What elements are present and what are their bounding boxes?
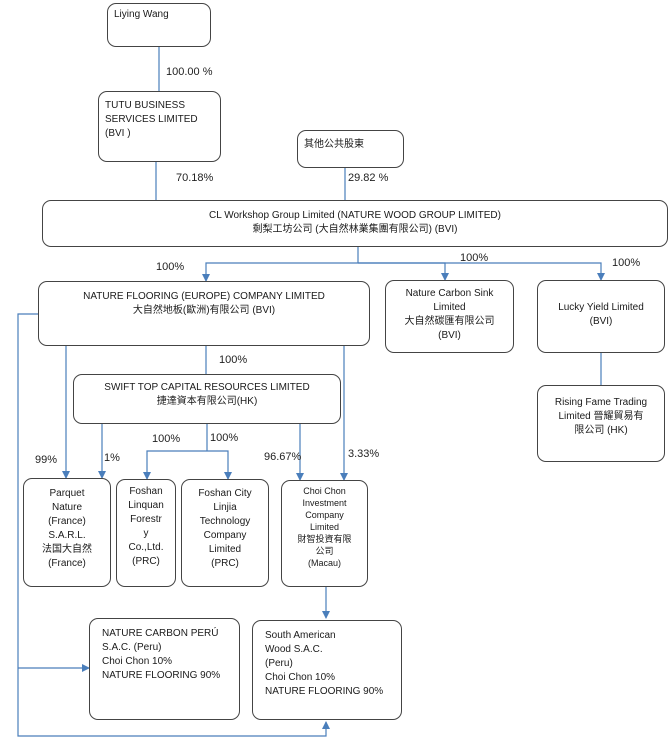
edge-swift-linjia bbox=[207, 450, 232, 480]
node-lucky-yield: Lucky Yield Limited (BVI) bbox=[537, 280, 665, 353]
node-label-en: SWIFT TOP CAPITAL RESOURCES LIMITED bbox=[104, 382, 310, 393]
node-cl-workshop: CL Workshop Group Limited (NATURE WOOD G… bbox=[42, 200, 668, 247]
node-label: Nature Carbon Sink Limited 大自然碳匯有限公司 (BV… bbox=[404, 288, 495, 341]
node-label: Foshan City Linjia Technology Company Li… bbox=[198, 488, 252, 569]
node-foshan-linquan: Foshan Linquan Forestr y Co.,Ltd. (PRC) bbox=[116, 479, 176, 587]
pct-cl-nature-flooring: 100% bbox=[156, 261, 185, 273]
node-label: Foshan Linquan Forestr y Co.,Ltd. (PRC) bbox=[128, 486, 164, 567]
node-label: TUTU BUSINESS SERVICES LIMITED (BVI ) bbox=[105, 100, 198, 139]
node-label-en: CL Workshop Group Limited (NATURE WOOD G… bbox=[209, 210, 501, 221]
edge-cl-lucky-yield bbox=[358, 262, 605, 281]
pct-choichon-3: 3.33% bbox=[348, 448, 380, 460]
node-rising-fame: Rising Fame Trading Limited 晉耀貿易有 限公司 (H… bbox=[537, 385, 665, 462]
node-label: Lucky Yield Limited (BVI) bbox=[558, 302, 644, 327]
node-nature-carbon-sink: Nature Carbon Sink Limited 大自然碳匯有限公司 (BV… bbox=[385, 280, 514, 353]
pct-linquan: 100% bbox=[152, 433, 181, 445]
node-foshan-linjia: Foshan City Linjia Technology Company Li… bbox=[181, 479, 269, 587]
node-label: Choi Chon Investment Company Limited 財智投… bbox=[297, 486, 352, 568]
edge-cl-nature-flooring bbox=[202, 262, 358, 282]
node-label-cn: 剩梨工坊公司 (大自然林業集團有限公司) (BVI) bbox=[252, 224, 458, 235]
pct-cl-lucky-yield: 100% bbox=[612, 257, 641, 269]
node-label-cn: 大自然地板(歐洲)有限公司 (BVI) bbox=[132, 305, 276, 316]
node-liying-wang: Liying Wang bbox=[107, 3, 211, 47]
node-parquet-nature: Parquet Nature (France) S.A.R.L. 法国大自然 (… bbox=[23, 478, 111, 587]
node-label: Parquet Nature (France) S.A.R.L. 法国大自然 (… bbox=[42, 488, 92, 569]
node-other-public-shareholders: 其他公共股東 bbox=[297, 130, 404, 168]
pct-parquet-1: 1% bbox=[104, 452, 120, 464]
node-label: South American Wood S.A.C. (Peru) Choi C… bbox=[265, 630, 384, 697]
pct-nf-swift: 100% bbox=[219, 354, 248, 366]
pct-cl-carbon-sink: 100% bbox=[460, 252, 489, 264]
pct-liying-tutu: 100.00 % bbox=[166, 66, 213, 78]
node-nature-carbon-peru: NATURE CARBON PERÚ S.A.C. (Peru) Choi Ch… bbox=[89, 618, 240, 720]
edge-nf-rail bbox=[17, 313, 330, 737]
node-label-cn: 捷達資本有限公司(HK) bbox=[156, 396, 258, 407]
edge-swift-linquan bbox=[143, 450, 207, 480]
node-label: 其他公共股東 bbox=[304, 139, 364, 150]
pct-parquet-99: 99% bbox=[35, 454, 58, 466]
node-label: Rising Fame Trading Limited 晉耀貿易有 限公司 (H… bbox=[554, 397, 648, 436]
node-tutu-business: TUTU BUSINESS SERVICES LIMITED (BVI ) bbox=[98, 91, 221, 162]
pct-tutu-cl: 70.18% bbox=[176, 172, 214, 184]
node-label: Liying Wang bbox=[114, 9, 169, 20]
node-nature-flooring-europe: NATURE FLOORING (EUROPE) COMPANY LIMITED… bbox=[38, 281, 370, 346]
node-label: NATURE CARBON PERÚ S.A.C. (Peru) Choi Ch… bbox=[102, 628, 221, 681]
pct-choichon-96: 96.67% bbox=[264, 451, 302, 463]
pct-linjia: 100% bbox=[210, 432, 239, 444]
node-label-en: NATURE FLOORING (EUROPE) COMPANY LIMITED bbox=[83, 291, 325, 302]
node-choi-chon: Choi Chon Investment Company Limited 財智投… bbox=[281, 480, 368, 587]
node-swift-top-capital: SWIFT TOP CAPITAL RESOURCES LIMITED 捷達資本… bbox=[73, 374, 341, 424]
node-south-american-wood: South American Wood S.A.C. (Peru) Choi C… bbox=[252, 620, 402, 720]
pct-public-cl: 29.82 % bbox=[348, 172, 389, 184]
edge-cl-carbon-sink bbox=[358, 262, 449, 281]
